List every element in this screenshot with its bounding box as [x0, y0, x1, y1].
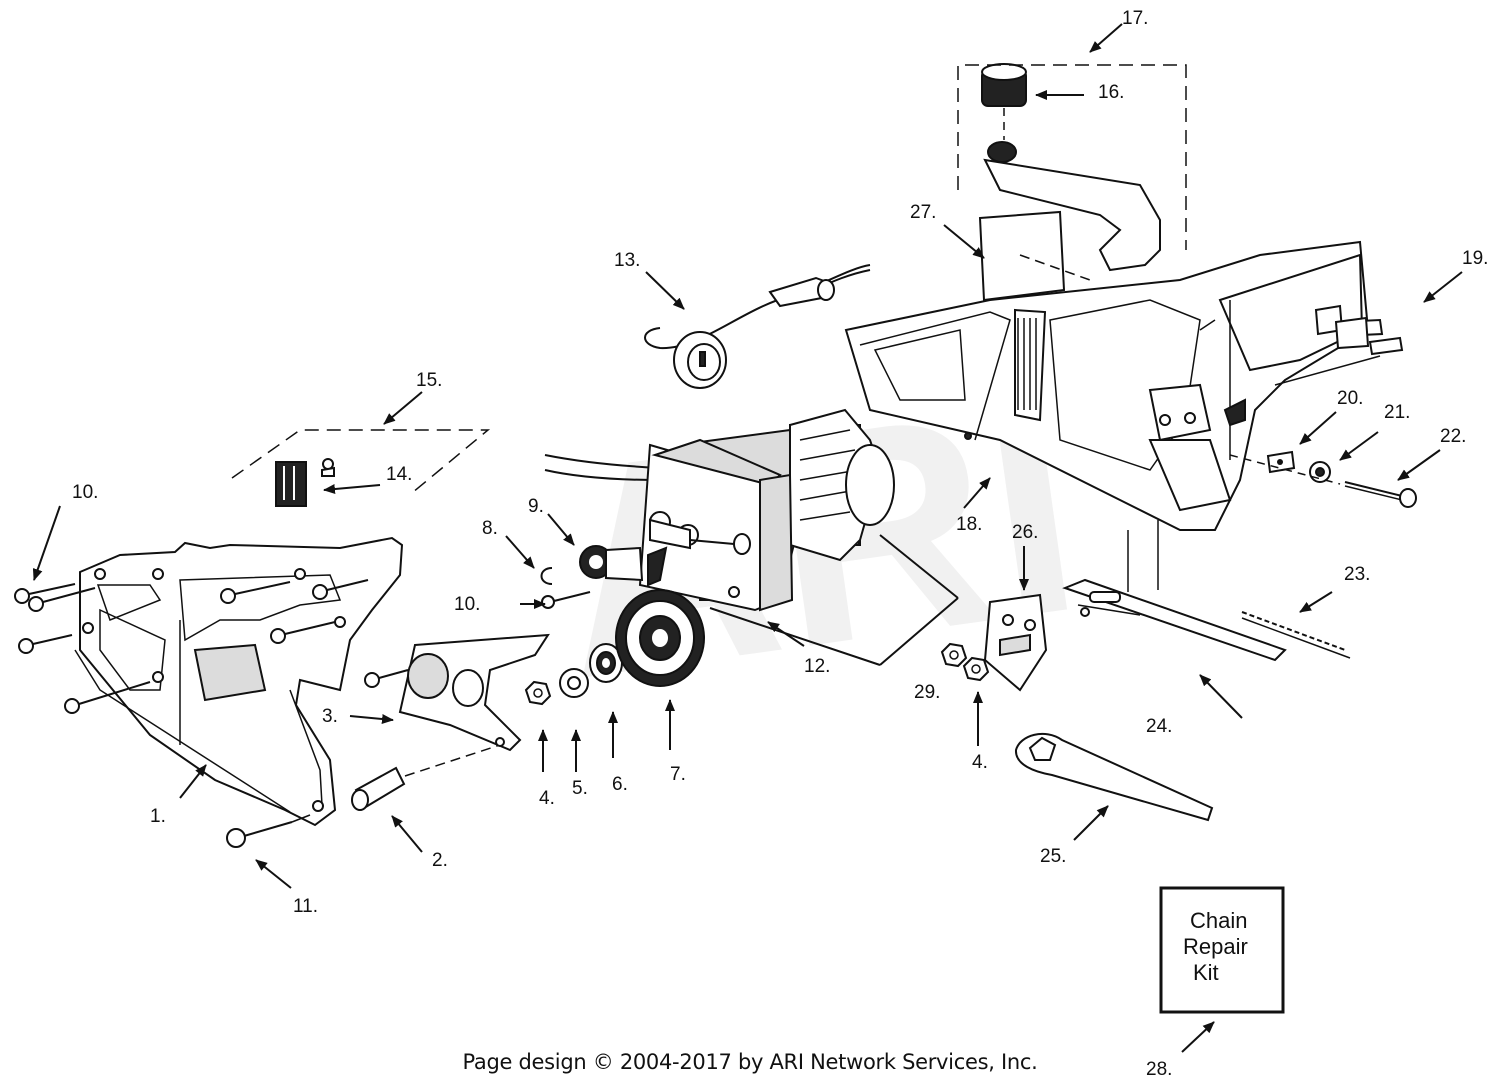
label-27: 27.: [910, 202, 936, 223]
plate-20-part: [1266, 450, 1296, 474]
chain-repair-kit-box: Chain Repair Kit: [1159, 886, 1285, 1014]
screws-part: [14, 579, 591, 714]
oil-cap-part: [981, 63, 1027, 140]
nuts-4b-part: [940, 642, 990, 682]
spacer-part: [351, 744, 501, 811]
label-26: 26.: [1012, 522, 1038, 543]
label-7: 7.: [670, 764, 686, 785]
part-labels: 1. 2. 3. 4. 4. 5. 6. 7. 8. 9. 10. 10. 11…: [72, 8, 1488, 1080]
label-8: 8.: [482, 518, 498, 539]
label-20: 20.: [1337, 388, 1363, 409]
washer-21-part: [1309, 461, 1331, 483]
label-1: 1.: [150, 806, 166, 827]
label-19: 19.: [1462, 248, 1488, 269]
label-13: 13.: [614, 250, 640, 271]
housing-part: [844, 240, 1370, 531]
label-4a: 4.: [539, 788, 555, 809]
label-14: 14.: [386, 464, 412, 485]
bracket-29: [709, 534, 959, 666]
label-12: 12.: [804, 656, 830, 677]
label-24: 24.: [1146, 716, 1172, 737]
label-18: 18.: [956, 514, 982, 535]
label-2: 2.: [432, 850, 448, 871]
label-21: 21.: [1384, 402, 1410, 423]
sprocket-part: [579, 545, 644, 582]
bolt-22-part: [1229, 454, 1417, 508]
label-29: 29.: [914, 682, 940, 703]
oil-filler-part: [957, 64, 1187, 302]
label-5: 5.: [572, 778, 588, 799]
label-3: 3.: [322, 706, 338, 727]
label-6: 6.: [612, 774, 628, 795]
kit-line-2: Repair: [1183, 934, 1248, 959]
kit-line-1: Chain: [1190, 908, 1247, 933]
screw-11-part: [226, 814, 311, 848]
label-25: 25.: [1040, 846, 1066, 867]
label-17: 17.: [1122, 8, 1148, 29]
label-4b: 4.: [972, 752, 988, 773]
washer-5-part: [559, 668, 589, 698]
footer-text: Page design © 2004-2017 by ARI Network S…: [462, 1050, 1038, 1074]
label-11: 11.: [293, 896, 318, 917]
power-cord-part: [644, 264, 871, 389]
clip-part: [540, 567, 553, 585]
wrench-part: [1014, 732, 1214, 822]
guide-bar-part: [1062, 520, 1287, 662]
motor-part: [544, 408, 895, 612]
leader-arrows: [32, 23, 1463, 1053]
label-10b: 10.: [454, 594, 480, 615]
bolts-19-part: [1274, 304, 1404, 386]
label-22: 22.: [1440, 426, 1466, 447]
label-23: 23.: [1344, 564, 1370, 585]
kit-line-3: Kit: [1193, 960, 1219, 985]
gear-part: [615, 589, 705, 687]
plate-part: [398, 633, 550, 752]
side-cover-part: [74, 536, 404, 827]
label-28: 28.: [1146, 1059, 1172, 1080]
label-10a: 10.: [72, 482, 98, 503]
label-9: 9.: [528, 496, 544, 517]
switch-part: [231, 429, 491, 507]
bar-plate-part: [983, 593, 1048, 692]
washer-6-part: [589, 643, 623, 683]
label-15: 15.: [416, 370, 442, 391]
footer-copyright: Page design © 2004-2017 by ARI Network S…: [0, 1050, 1500, 1074]
nut-4-part: [524, 680, 552, 706]
label-16: 16.: [1098, 82, 1124, 103]
chain-part: [1241, 611, 1351, 659]
